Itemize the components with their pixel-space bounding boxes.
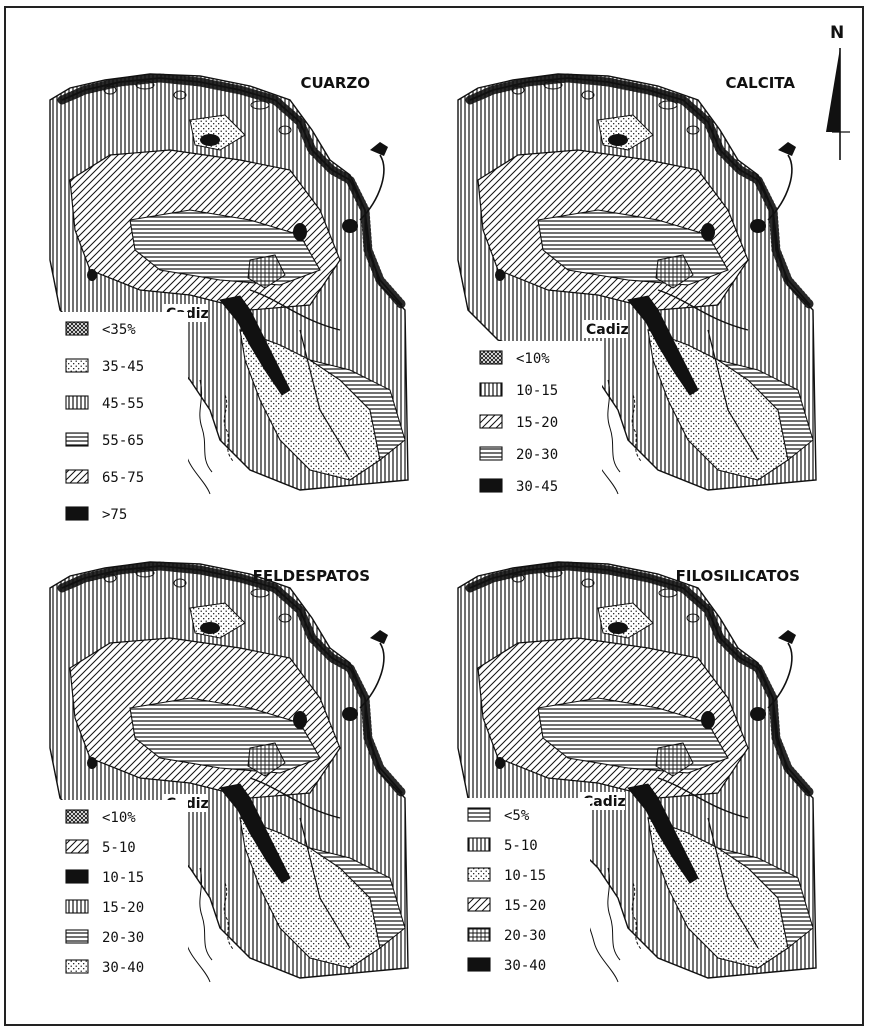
- legend-item: 15-20: [65, 899, 144, 916]
- legend-swatch-vertical: [65, 395, 89, 410]
- legend-item: 20-30: [467, 927, 546, 944]
- legend-item: 30-40: [467, 957, 546, 974]
- legend-item: <35%: [65, 321, 136, 338]
- map-panel-filosilicatos: FILOSILICATOS Cadiz <5% 5-10 10-15 15-20 20-30…: [457, 561, 817, 983]
- legend-swatch-diagonal: [467, 897, 491, 912]
- legend-swatch-horizontal: [65, 432, 89, 447]
- legend-swatch-solid: [65, 506, 89, 521]
- legend-label: 10-15: [102, 870, 144, 886]
- legend-item: 55-65: [65, 432, 144, 449]
- legend-swatch-diagonal: [65, 839, 89, 854]
- legend-swatch-crosshatch: [65, 809, 89, 824]
- legend-label: 20-30: [516, 447, 558, 463]
- map-calcita: [457, 73, 817, 495]
- legend-item: 10-15: [65, 869, 144, 886]
- legend-swatch-dots: [467, 867, 491, 882]
- map-title: FILOSILICATOS: [676, 567, 800, 585]
- legend-label: <35%: [102, 322, 136, 338]
- legend-label: 15-20: [504, 898, 546, 914]
- legend-item: 35-45: [65, 358, 144, 375]
- legend-label: 10-15: [504, 868, 546, 884]
- legend-label: 15-20: [516, 415, 558, 431]
- map-cuarzo: [49, 73, 409, 495]
- legend-item: 5-10: [467, 837, 538, 854]
- legend-label: 45-55: [102, 396, 144, 412]
- legend-calcita: <10% 10-15 15-20 20-30 30-45: [472, 341, 602, 505]
- legend-swatch-diagonal: [479, 414, 503, 429]
- legend-swatch-solid: [65, 869, 89, 884]
- legend-label: 55-65: [102, 433, 144, 449]
- north-arrow: N: [826, 23, 850, 160]
- legend-cuarzo: <35% 35-45 45-55 55-65 65-75 >75: [58, 312, 188, 538]
- legend-swatch-solid: [479, 478, 503, 493]
- legend-label: >75: [102, 507, 127, 523]
- legend-label: 5-10: [504, 838, 538, 854]
- north-label: N: [830, 23, 844, 43]
- legend-swatch-dots: [65, 358, 89, 373]
- legend-item: 5-10: [65, 839, 136, 856]
- legend-label: 65-75: [102, 470, 144, 486]
- legend-item: 10-15: [467, 867, 546, 884]
- legend-swatch-solid: [467, 957, 491, 972]
- map-title: FELDESPATOS: [253, 567, 370, 585]
- map-panel-calcita: CALCITA Cadiz <10% 10-15 15-20 20-30 30-45: [457, 73, 817, 505]
- legend-item: 45-55: [65, 395, 144, 412]
- map-title: CALCITA: [726, 74, 796, 92]
- legend-item: <10%: [479, 350, 550, 367]
- legend-swatch-grid: [467, 927, 491, 942]
- legend-item: 15-20: [479, 414, 558, 431]
- legend-swatch-dots: [65, 959, 89, 974]
- legend-label: <10%: [516, 351, 550, 367]
- legend-label: 10-15: [516, 383, 558, 399]
- legend-swatch-diagonal: [65, 469, 89, 484]
- legend-feldespatos: <10% 5-10 10-15 15-20 20-30 30-40: [58, 800, 188, 984]
- legend-label: 30-45: [516, 479, 558, 495]
- legend-item: 15-20: [467, 897, 546, 914]
- legend-label: 20-30: [504, 928, 546, 944]
- legend-label: 5-10: [102, 840, 136, 856]
- map-feldespatos: [49, 561, 409, 983]
- legend-swatch-crosshatch: [479, 350, 503, 365]
- legend-item: <5%: [467, 807, 530, 824]
- legend-label: 30-40: [102, 960, 144, 976]
- legend-item: 65-75: [65, 469, 144, 486]
- legend-item: 30-45: [479, 478, 558, 495]
- legend-item: >75: [65, 506, 127, 523]
- north-arrow-icon: [826, 48, 840, 132]
- legend-item: <10%: [65, 809, 136, 826]
- map-filosilicatos: [457, 561, 817, 983]
- legend-item: 10-15: [479, 382, 558, 399]
- city-label: Cadiz: [583, 794, 626, 810]
- city-label: Cadiz: [586, 322, 629, 338]
- legend-swatch-vertical: [65, 899, 89, 914]
- legend-label: 30-40: [504, 958, 546, 974]
- legend-label: 35-45: [102, 359, 144, 375]
- legend-label: 20-30: [102, 930, 144, 946]
- legend-swatch-horizontal: [65, 929, 89, 944]
- map-title: CUARZO: [300, 74, 370, 92]
- legend-swatch-vertical: [479, 382, 503, 397]
- legend-swatch-crosshatch: [65, 321, 89, 336]
- legend-label: <10%: [102, 810, 136, 826]
- legend-item: 20-30: [65, 929, 144, 946]
- legend-item: 20-30: [479, 446, 558, 463]
- map-panel-feldespatos: FELDESPATOSCadiz<10%5-1010-1515-2020-303…: [49, 561, 409, 984]
- legend-label: <5%: [504, 808, 530, 824]
- legend-swatch-vertical: [467, 837, 491, 852]
- legend-swatch-horizontal: [467, 807, 491, 822]
- legend-item: 30-40: [65, 959, 144, 976]
- legend-label: 15-20: [102, 900, 144, 916]
- legend-swatch-horizontal: [479, 446, 503, 461]
- legend-filosilicatos: <5% 5-10 10-15 15-20 20-30 30-40: [460, 798, 590, 982]
